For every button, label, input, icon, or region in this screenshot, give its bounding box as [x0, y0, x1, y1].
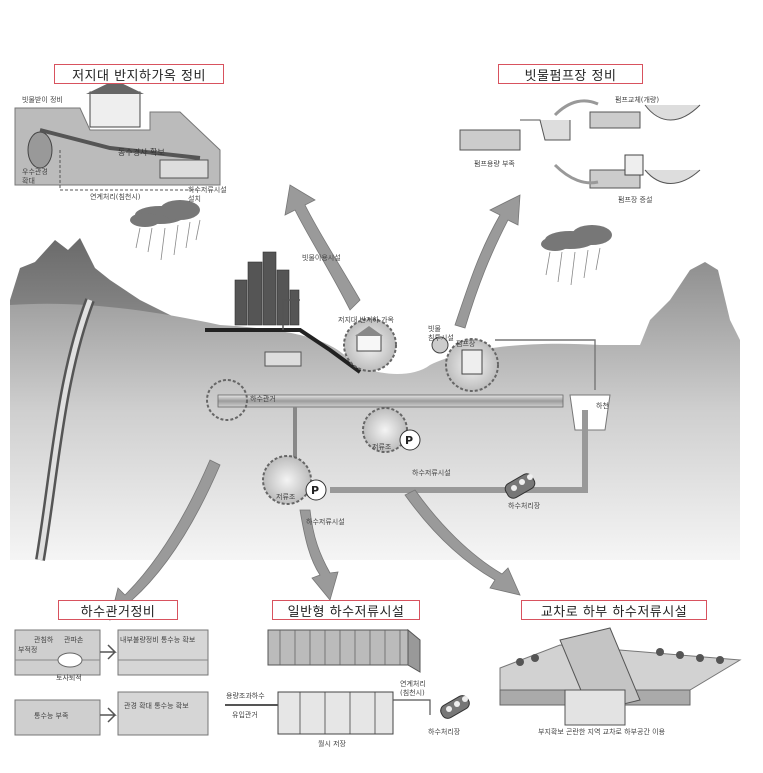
label-hydraulic-gradient: 동수경사 확보	[118, 148, 165, 157]
panel-title-intersection-storage: 교차로 하부 하수저류시설	[521, 600, 707, 620]
label-treatment-plant: 하수처리장	[508, 502, 541, 510]
label-temp-storage: 월시 저장	[318, 740, 346, 748]
panel-title-basement: 저지대 반지하가옥 정비	[54, 64, 224, 84]
svg-text:P: P	[405, 434, 413, 447]
label-storage-left: 하수저류시설	[306, 518, 345, 526]
label-tank-right: 저류조	[372, 443, 392, 451]
label-pipe-enlarge: 우수관경 확대	[22, 168, 48, 185]
label-excess-sewage: 용량조과하수	[226, 692, 265, 700]
label-infiltration: 빗물 침투시설	[428, 325, 454, 342]
label-pump-add: 펌프장 증설	[618, 196, 653, 204]
landscape: P P	[10, 238, 740, 561]
treatment-plant-icon	[504, 473, 536, 499]
label-storage-right: 하수저류시설	[412, 469, 451, 477]
panel-title-pump-station: 빗물펌프장 정비	[498, 64, 643, 84]
label-pump-shortage: 펌프용량 부족	[474, 160, 515, 168]
panel-title-sewer-pipe: 하수관거정비	[58, 600, 178, 620]
panel-bl-art	[14, 629, 209, 736]
label-storage-install: 하수저류시설 설치	[188, 186, 227, 203]
label-inflow-pipe: 유입관거	[232, 711, 258, 719]
label-rain-inlet: 빗물받이 정비	[22, 96, 63, 104]
label-capacity-short: 통수능 부족	[34, 712, 69, 720]
panel-tr-art	[459, 99, 701, 286]
city-buildings	[234, 251, 300, 326]
treatment-plant-icon	[440, 695, 470, 719]
label-sediment: 토사퇴적	[56, 674, 82, 682]
svg-text:P: P	[311, 484, 319, 497]
flow-arrows	[109, 184, 521, 621]
label-river: 하천	[596, 402, 609, 410]
label-improper: 부적정	[18, 646, 38, 654]
label-connect-treat-2: 연계처리 (침천시)	[400, 680, 426, 697]
label-pump-replace: 펌프교체(개량)	[615, 96, 660, 104]
label-tank-left: 저류조	[276, 493, 296, 501]
label-basement-house: 저지대 반지하 가옥	[338, 316, 394, 324]
label-rain-use: 빗물이용시설	[302, 254, 341, 262]
label-pipe-enlarge-capacity: 관경 확대 통수능 확보	[124, 702, 189, 710]
label-pipe-broken: 관파손	[64, 636, 84, 644]
label-pump-station: 펌프장	[456, 340, 476, 348]
label-sewer-main: 하수관거	[250, 395, 276, 403]
label-treatment-plant-2: 하수처리장	[428, 728, 461, 736]
label-inner-repair: 내부불량정비 통수능 확보	[120, 636, 196, 644]
label-pipe-sink: 관침하	[34, 636, 54, 644]
label-intersection-note: 부지확보 곤란한 지역 교차로 하부공간 이용	[538, 728, 666, 736]
panel-tl-art	[14, 80, 221, 261]
label-connect-treat: 연계처리(침천시)	[90, 193, 141, 201]
panel-bc-art	[225, 628, 470, 735]
panel-title-general-storage: 일반형 하수저류시설	[272, 600, 420, 620]
panel-br-art	[499, 627, 742, 726]
